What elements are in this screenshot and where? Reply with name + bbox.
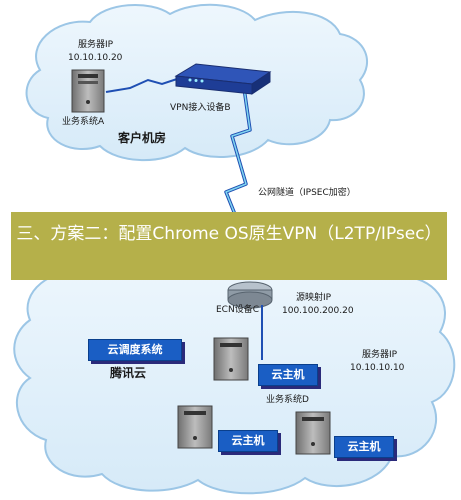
ecn-device-label: ECN设备C: [216, 305, 259, 315]
mapped-ip-title: 源映射IP: [296, 293, 332, 303]
mapped-ip-value: 100.100.200.20: [282, 306, 354, 316]
server-d-ip-value: 10.10.10.10: [350, 363, 405, 373]
cloud-host-label: 云主机: [258, 364, 318, 386]
vpn-device-label: VPN接入设备B: [170, 103, 231, 113]
tunnel-label: 公网隧道（IPSEC加密）: [258, 188, 356, 198]
scheduler-system-label: 云调度系统: [88, 339, 182, 361]
server-a-ip-value: 10.10.10.20: [68, 53, 123, 63]
server-a-ip-title: 服务器IP: [78, 40, 114, 50]
cloud-server-d: [213, 337, 249, 381]
system-d-label: 业务系统D: [266, 395, 309, 405]
ecn-device-c: [227, 281, 273, 309]
server-a: [71, 69, 105, 113]
system-a-label: 业务系统A: [62, 117, 105, 127]
cloud-name: 腾讯云: [110, 366, 147, 380]
server-d-ip-title: 服务器IP: [362, 350, 398, 360]
customer-site-name: 客户机房: [118, 131, 167, 145]
cloud-host-label: 云主机: [334, 436, 394, 458]
cloud-host-label: 云主机: [218, 430, 278, 452]
cloud-server-right: [295, 411, 331, 455]
cloud-server-left: [177, 405, 213, 449]
vpn-device-b: [174, 63, 272, 95]
link-server-a-to-vpn: [105, 77, 181, 93]
section-banner: 三、方案二：配置Chrome OS原生VPN（L2TP/IPsec）: [11, 212, 447, 280]
